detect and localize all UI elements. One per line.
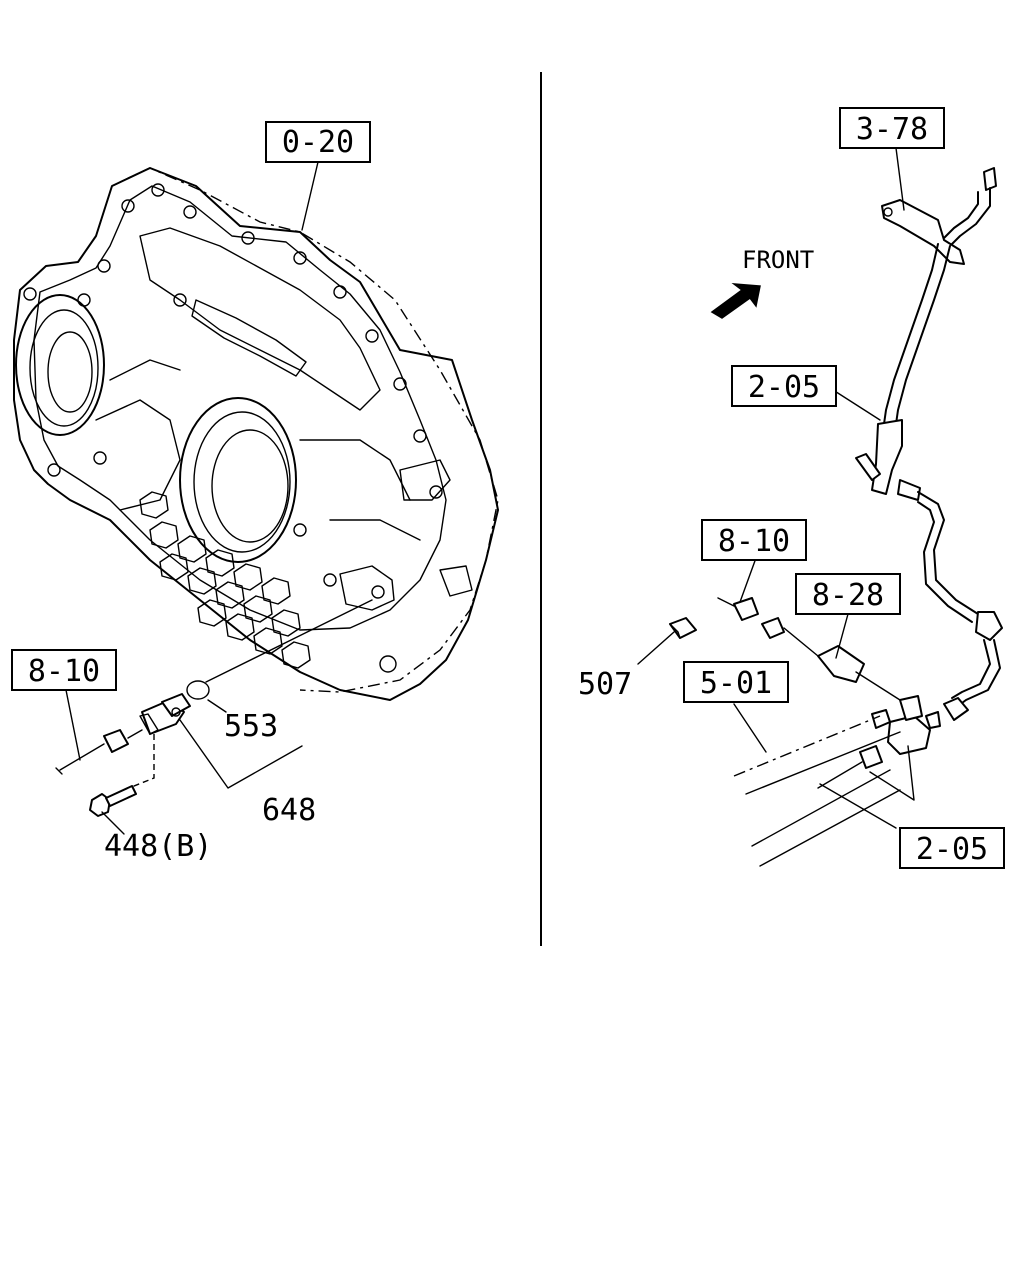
ref-box-8-10-right: 8-10 [701, 519, 807, 561]
part-number-648: 648 [262, 793, 316, 828]
ref-box-3-78: 3-78 [839, 107, 945, 149]
svg-text:3-78: 3-78 [856, 112, 928, 147]
ref-box-0-20: 0-20 [265, 121, 371, 163]
svg-text:2-05: 2-05 [916, 832, 988, 867]
flange-bolt-holes [23, 183, 443, 673]
svg-text:8-28: 8-28 [812, 578, 884, 613]
ref-box-5-01: 5-01 [683, 661, 789, 703]
flywheel-housing [13, 167, 499, 701]
ref-box-2-05-bottom: 2-05 [899, 827, 1005, 869]
front-label: FRONT [742, 246, 814, 274]
part-number-553: 553 [224, 709, 278, 744]
part-number-448b: 448(B) [104, 829, 212, 864]
ref-box-2-05-top: 2-05 [731, 365, 837, 407]
pipe-assembly [637, 147, 1003, 867]
front-arrow-icon [710, 283, 761, 319]
o-ring-553 [186, 680, 210, 700]
svg-text:5-01: 5-01 [700, 666, 772, 701]
ref-box-8-10-left: 8-10 [11, 649, 117, 691]
crank-sensor-assembly [55, 599, 373, 835]
svg-text:8-10: 8-10 [28, 654, 100, 689]
svg-text:0-20: 0-20 [282, 125, 354, 160]
ref-box-8-28: 8-28 [795, 573, 901, 615]
svg-text:2-05: 2-05 [748, 370, 820, 405]
part-number-507: 507 [578, 667, 632, 702]
svg-text:8-10: 8-10 [718, 524, 790, 559]
honeycomb-ribs [139, 491, 311, 669]
